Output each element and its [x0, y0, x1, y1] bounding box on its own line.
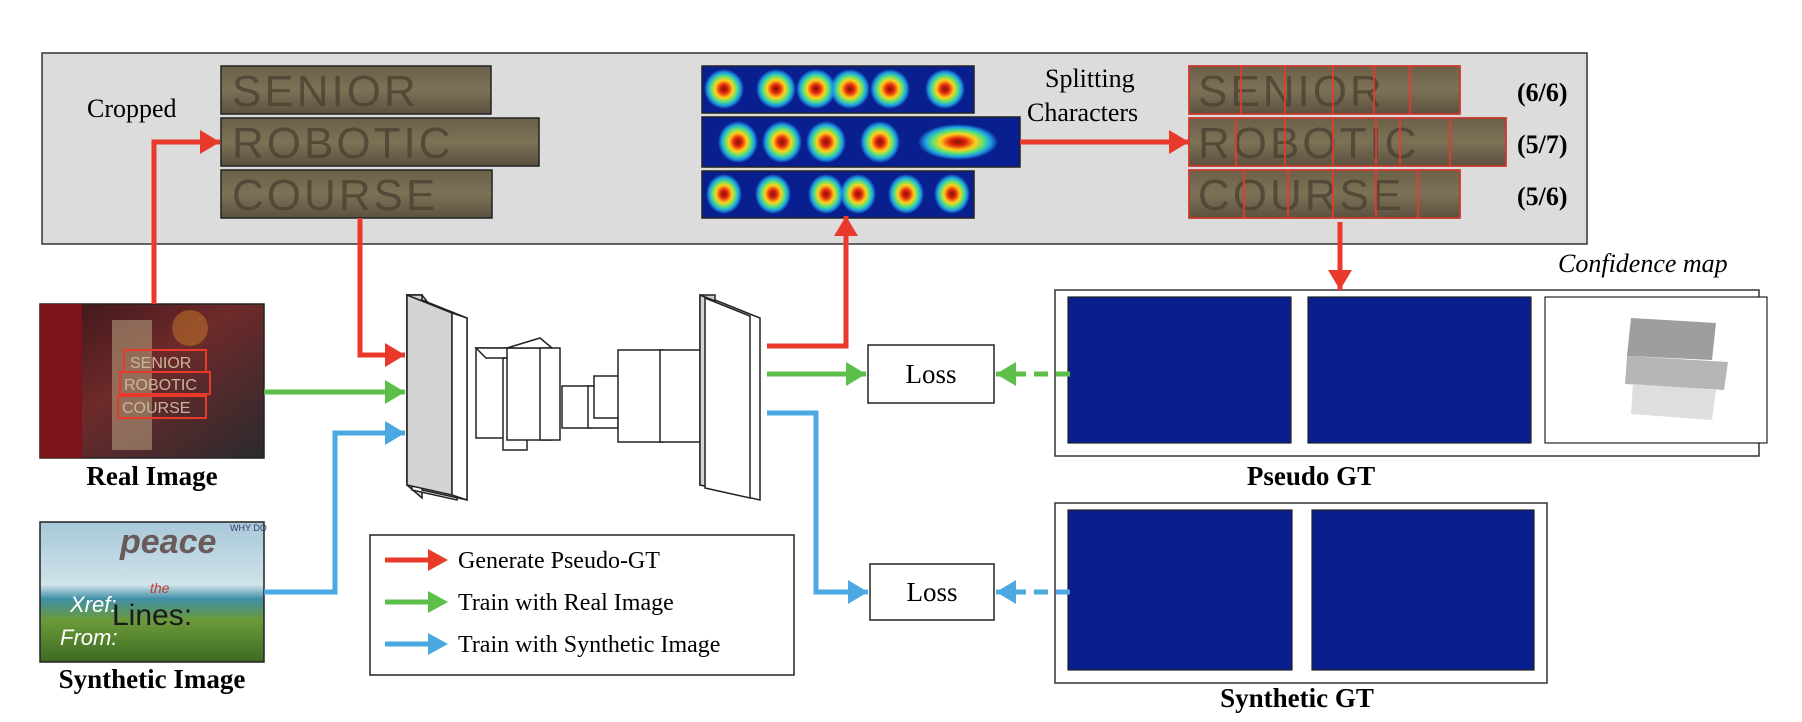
heatmap-blob — [704, 69, 744, 109]
loss-box-synthetic — [869, 563, 995, 621]
flow-arrow-head — [1328, 270, 1352, 290]
synthetic-gt-affinity-map — [1311, 509, 1535, 671]
confidence-map-image — [1544, 296, 1768, 444]
flow-arrow-head — [996, 362, 1016, 386]
flow-arrow — [264, 430, 405, 595]
confidence-map-label: Confidence map — [1558, 249, 1728, 278]
flow-arrow-head — [200, 130, 220, 154]
synthetic-image-label: Synthetic Image — [59, 664, 246, 694]
synthetic-gt-region-map — [1067, 509, 1293, 671]
flow-arrow-head — [385, 380, 405, 404]
flow-arrow — [767, 216, 849, 349]
character-box — [1417, 169, 1461, 219]
synthetic-word-xref: Xref: — [69, 592, 116, 617]
cropped-word-image — [220, 65, 492, 115]
heatmap-blob — [718, 121, 758, 163]
pseudo-gt-label: Pseudo GT — [1247, 461, 1375, 491]
flow-arrow-head — [848, 580, 868, 604]
real-image-word: SENIOR — [130, 355, 191, 372]
split-word-text: ROBOTIC — [1198, 119, 1419, 168]
pseudo-gt-affinity-map — [1307, 296, 1532, 444]
predicted-heatmaps — [701, 65, 1021, 219]
heatmap-blob — [840, 174, 876, 214]
heatmap-blob — [796, 69, 836, 109]
split-word-text: SENIOR — [1198, 67, 1385, 116]
real-image: SENIOR ROBOTIC COURSE — [39, 303, 265, 459]
character-box — [1449, 117, 1507, 167]
loss-box-real — [867, 344, 995, 404]
synthetic-word-peace: peace — [119, 523, 216, 561]
synthetic-word-the: the — [150, 580, 170, 596]
heatmap-blob — [925, 69, 965, 109]
cropped-label: Cropped — [87, 94, 177, 123]
legend-item: Train with Synthetic Image — [385, 632, 720, 658]
synthetic-word-lines: Lines: — [112, 599, 192, 632]
splitting-label-line1: Splitting — [1045, 64, 1135, 93]
score-robotic: (5/7) — [1517, 130, 1568, 159]
synthetic-image: peace WHY DO the Xref: Lines: From: — [39, 521, 267, 663]
loss-label-synthetic: Loss — [906, 577, 957, 607]
legend-item: Generate Pseudo-GT — [385, 548, 660, 574]
flow-arrow — [767, 410, 868, 595]
heatmap-blob — [870, 69, 910, 109]
flow-arrows — [151, 130, 1352, 604]
flow-arrow-head — [834, 216, 858, 236]
cropped-word-images: SENIOR ROBOTIC COURSE — [220, 65, 540, 220]
legend: Generate Pseudo-GT Train with Real ImageT… — [369, 534, 795, 676]
synthetic-gt-label: Synthetic GT — [1220, 683, 1374, 713]
flow-arrow-head — [385, 343, 405, 367]
cropped-word-image — [220, 169, 493, 219]
cropped-word-text: COURSE — [232, 171, 438, 220]
synthetic-word-why: WHY DO — [230, 523, 267, 533]
cropped-word-text: ROBOTIC — [232, 119, 453, 168]
legend-label: Train with Real Image — [458, 590, 674, 616]
split-word-image — [1188, 65, 1461, 115]
heatmap-blob — [756, 69, 796, 109]
split-word-images: SENIOR ROBOTIC COURSE — [1188, 65, 1507, 220]
real-image-label: Real Image — [86, 461, 217, 491]
loss-label-real: Loss — [905, 359, 956, 389]
heatmap-blob — [762, 121, 802, 163]
pseudo-gt-region-map — [1067, 296, 1292, 444]
heatmap-blob — [706, 174, 742, 214]
cropped-word-text: SENIOR — [232, 67, 419, 116]
flow-arrow-head — [846, 362, 866, 386]
network-model — [405, 293, 761, 502]
character-box — [1409, 65, 1461, 115]
legend-label: Train with Synthetic Image — [458, 632, 720, 658]
heatmap-blob — [888, 174, 924, 214]
real-image-word: COURSE — [122, 400, 190, 417]
heatmap-blob — [860, 121, 900, 163]
legend-arrow-head — [428, 549, 448, 571]
synthetic-word-from: From: — [60, 625, 117, 650]
real-image-word: ROBOTIC — [124, 377, 197, 394]
flow-arrow-head — [996, 580, 1016, 604]
split-word-text: COURSE — [1198, 171, 1404, 220]
split-word-image — [1188, 117, 1507, 167]
flow-arrow — [151, 139, 220, 304]
heatmap-blob — [918, 124, 998, 160]
legend-arrow-head — [428, 591, 448, 613]
heatmap-blob — [755, 174, 791, 214]
legend-label: Generate Pseudo-GT — [458, 548, 660, 574]
heatmap-blob — [934, 174, 970, 214]
cropped-word-image — [220, 117, 540, 167]
heatmap-blob — [830, 69, 870, 109]
legend-item: Train with Real Image — [385, 590, 674, 616]
legend-arrow-head — [428, 633, 448, 655]
flow-arrow-head — [385, 421, 405, 445]
heatmap-blob — [808, 174, 844, 214]
score-senior: (6/6) — [1517, 78, 1568, 107]
splitting-label-line2: Characters — [1027, 98, 1138, 127]
heatmap-blob — [806, 121, 846, 163]
flow-arrow-head — [1169, 130, 1189, 154]
score-course: (5/6) — [1517, 182, 1568, 211]
